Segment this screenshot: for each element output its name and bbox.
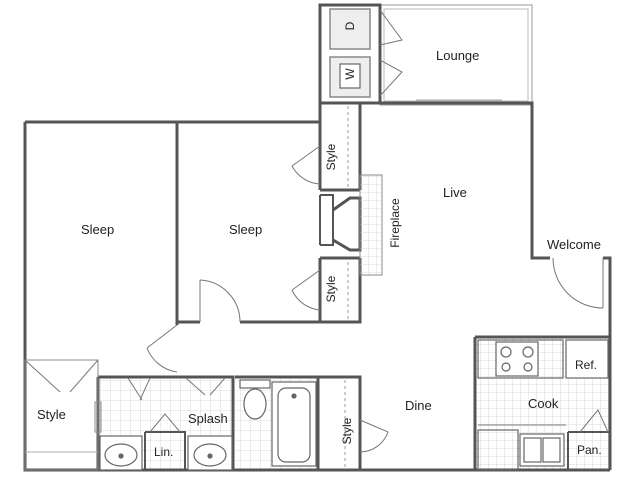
room-label-refrigerator: Ref. — [575, 358, 598, 372]
room-label-lounge: Lounge — [436, 48, 480, 63]
room-label-linen: Lin. — [154, 445, 174, 459]
fireplace-hearth — [359, 174, 383, 276]
room-label-fireplace: Fireplace — [388, 198, 402, 248]
room-label-live: Live — [443, 185, 467, 200]
room-label-sleep-middle: Sleep — [229, 222, 263, 237]
washer-label: W — [343, 68, 357, 80]
room-label-cook: Cook — [528, 396, 559, 411]
room-label-welcome: Welcome — [547, 237, 601, 252]
dryer-label: D — [343, 21, 357, 31]
laundry-closet — [318, 3, 403, 105]
room-label-pantry: Pan. — [577, 443, 602, 457]
room-label-style-upper: Style — [324, 143, 338, 171]
left-closet — [24, 359, 102, 471]
room-label-splash: Splash — [188, 411, 228, 426]
kitchen-fixtures — [477, 339, 609, 471]
room-label-style-left: Style — [37, 407, 66, 422]
room-label-style-lower: Style — [324, 275, 338, 303]
room-label-style-bath: Style — [340, 417, 354, 445]
closet-rails — [344, 106, 349, 468]
bath-fixtures — [99, 379, 317, 471]
room-label-dine: Dine — [405, 398, 432, 413]
room-label-sleep-left: Sleep — [81, 222, 115, 237]
door-swings — [127, 145, 609, 453]
